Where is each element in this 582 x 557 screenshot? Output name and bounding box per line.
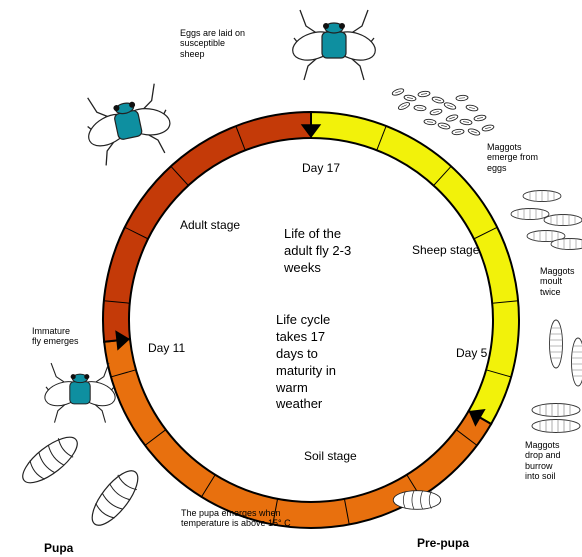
egg-cluster-icon [391, 88, 494, 137]
pupa-icon [84, 464, 145, 532]
moulting-larva-icon [550, 320, 582, 386]
emerging-pupa-icon [16, 429, 84, 490]
day-17-label: Day 17 [302, 162, 340, 176]
cycle-info-text: Life cycle takes 17 days to maturity in … [276, 312, 336, 413]
adult-fly-icon [77, 81, 179, 168]
pupa-emerges-annotation: The pupa emerges when temperature is abo… [181, 508, 291, 529]
pupa-label: Pupa [44, 542, 73, 556]
maggots-emerge-annotation: Maggots emerge from eggs [487, 142, 538, 173]
pre-pupa-label: Pre-pupa [417, 537, 469, 551]
immature-fly-annotation: Immature fly emerges [32, 326, 79, 347]
soil-stage-label: Soil stage [304, 450, 357, 464]
adult-stage-label: Adult stage [180, 219, 240, 233]
day-5-label: Day 5 [456, 347, 487, 361]
eggs-laid-annotation: Eggs are laid on susceptible sheep [180, 28, 245, 59]
maggot-icon [511, 191, 582, 250]
adult-life-text: Life of the adult fly 2-3 weeks [284, 226, 351, 277]
dropping-larva-icon [532, 404, 580, 433]
day-11-label: Day 11 [148, 342, 185, 356]
pre-pupa-icon [393, 491, 441, 510]
immature-fly-icon [42, 363, 118, 423]
maggots-drop-annotation: Maggots drop and burrow into soil [525, 440, 561, 481]
sheep-stage-label: Sheep stage [412, 244, 479, 258]
maggots-moult-annotation: Maggots moult twice [540, 266, 575, 297]
egg-laying-fly-icon [289, 10, 379, 80]
